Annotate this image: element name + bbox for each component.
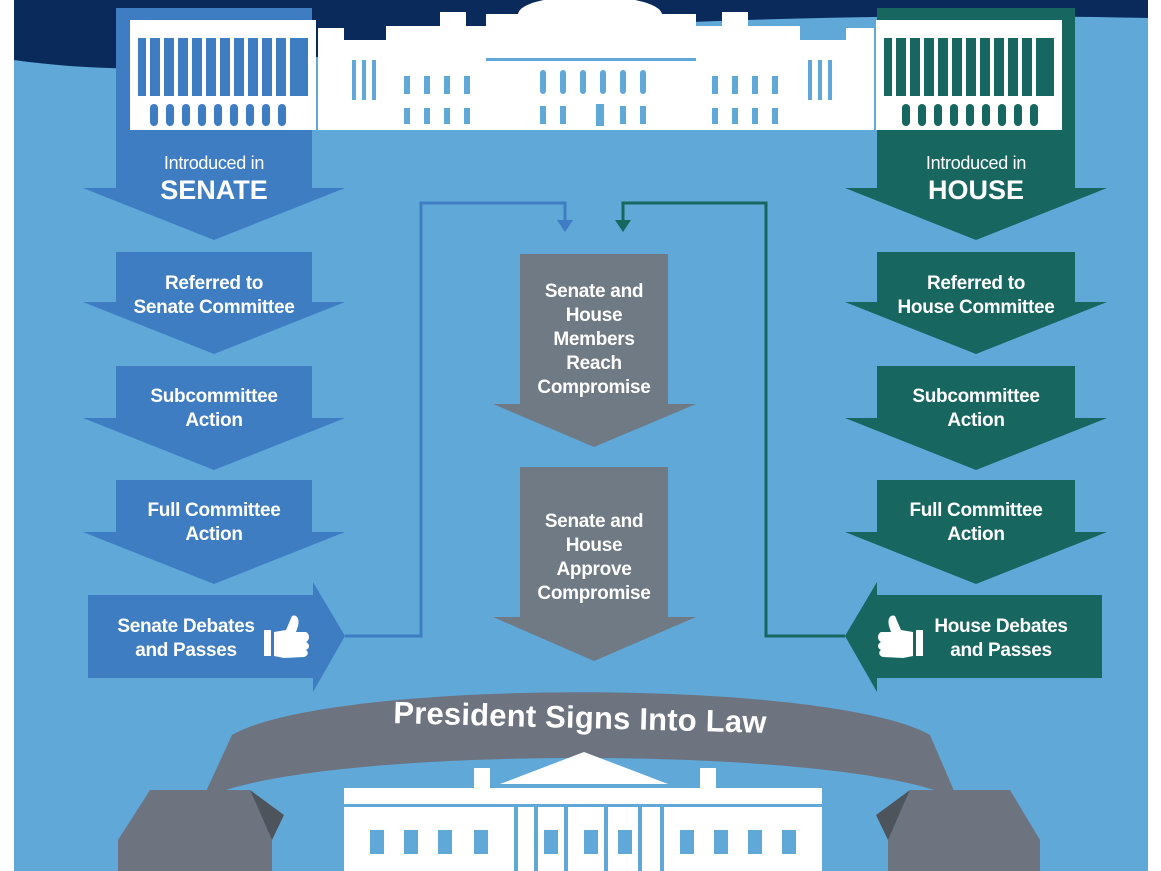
senate-column: [83, 8, 345, 692]
senate-committee-line-1: Referred to: [164, 273, 264, 294]
senate-subcommittee-label: Subcommittee Action: [116, 385, 312, 433]
house-passes-label: House Debates and Passes: [918, 615, 1084, 663]
reach-line-1: Senate and: [544, 281, 644, 302]
senate-committee-line-2: Senate Committee: [133, 297, 295, 318]
house-subcommittee-label: Subcommittee Action: [877, 385, 1075, 433]
senate-passes-line-2: and Passes: [135, 640, 237, 661]
senate-introduced-small: Introduced in: [163, 153, 265, 173]
senate-committee-arrow: [83, 252, 345, 354]
senate-subcommittee-line-2: Action: [185, 410, 243, 431]
house-full-committee-label: Full Committee Action: [877, 499, 1075, 547]
house-committee-line-2: House Committee: [897, 297, 1055, 318]
house-thumbs-up-icon: [878, 615, 923, 658]
house-full-line-1: Full Committee: [909, 500, 1043, 521]
white-house-icon: [344, 752, 822, 871]
house-passes-line-2: and Passes: [950, 640, 1052, 661]
senate-full-line-2: Action: [185, 524, 243, 545]
approve-line-4: Compromise: [537, 583, 651, 604]
house-passes-line-1: House Debates: [934, 616, 1068, 637]
senate-connector-line: [345, 201, 567, 638]
senate-full-committee-arrow: [83, 480, 345, 584]
reach-line-4: Reach: [566, 353, 622, 374]
house-committee-label: Referred to House Committee: [862, 272, 1090, 320]
approve-line-2: House: [565, 535, 623, 556]
house-subcommittee-line-1: Subcommittee: [912, 386, 1040, 407]
president-banner: [118, 692, 1040, 871]
senate-subcommittee-line-1: Subcommittee: [150, 386, 278, 407]
house-subcommittee-line-2: Action: [947, 410, 1005, 431]
senate-committee-label: Referred to Senate Committee: [100, 272, 328, 320]
senate-full-line-1: Full Committee: [147, 500, 281, 521]
house-connector-arrowhead: [615, 220, 631, 232]
reach-line-2: House: [565, 305, 623, 326]
senate-passes-label: Senate Debates and Passes: [96, 615, 276, 663]
house-connector-line: [621, 201, 845, 638]
senate-subcommittee-arrow: [83, 366, 345, 470]
house-introduced-small: Introduced in: [925, 153, 1027, 173]
house-passes-arrow: [845, 582, 1102, 692]
house-committee-line-1: Referred to: [926, 273, 1026, 294]
house-full-committee-arrow: [845, 480, 1107, 584]
capitol-building-icon: [130, 0, 1062, 130]
senate-introduced-big: SENATE: [160, 175, 268, 205]
approve-line-3: Approve: [556, 559, 632, 580]
senate-passes-line-1: Senate Debates: [117, 616, 255, 637]
reach-line-5: Compromise: [537, 377, 651, 398]
senate-full-committee-label: Full Committee Action: [116, 499, 312, 547]
house-introduced-label: Introduced in HOUSE: [877, 152, 1075, 206]
reach-compromise-arrow: [493, 254, 696, 447]
connector-lines: [345, 201, 845, 638]
house-committee-arrow: [845, 252, 1107, 354]
compromise-column: [493, 254, 696, 661]
reach-compromise-label: Senate and House Members Reach Compromis…: [520, 280, 668, 400]
reach-line-3: Members: [553, 329, 635, 350]
house-introduced-big: HOUSE: [927, 175, 1025, 205]
senate-thumbs-up-icon: [264, 615, 309, 658]
approve-line-1: Senate and: [544, 511, 644, 532]
senate-introduced-label: Introduced in SENATE: [116, 152, 312, 206]
senate-passes-arrow: [88, 582, 345, 692]
approve-compromise-label: Senate and House Approve Compromise: [520, 510, 668, 606]
approve-compromise-arrow: [493, 467, 696, 661]
house-full-line-2: Action: [947, 524, 1005, 545]
house-subcommittee-arrow: [845, 366, 1107, 470]
senate-connector-arrowhead: [557, 220, 573, 232]
